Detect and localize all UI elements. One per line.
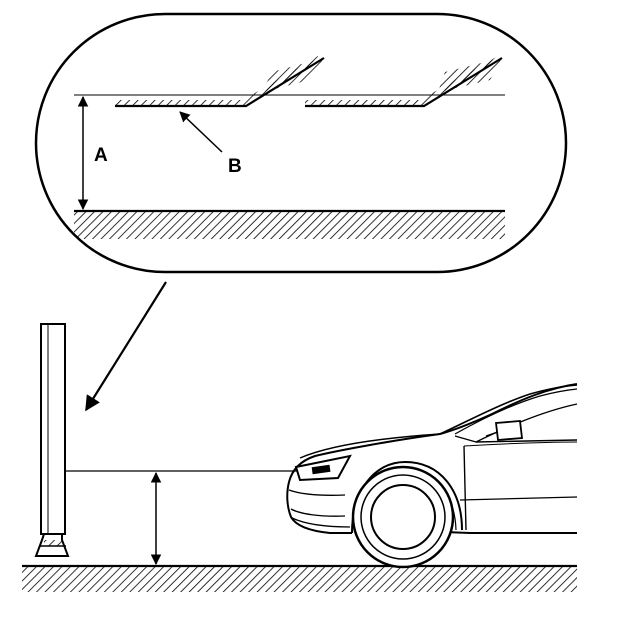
screen-panel — [40, 323, 66, 535]
light-pattern-left — [115, 56, 325, 108]
aiming-screen — [34, 323, 70, 557]
callout-pointer-arrow — [85, 281, 167, 412]
side-mirror — [494, 420, 524, 441]
windshield — [439, 384, 578, 435]
car-front — [286, 383, 578, 534]
light-pattern-right — [305, 56, 503, 108]
label-b: B — [228, 156, 242, 177]
hubcap — [370, 484, 436, 550]
magnified-callout: A B — [34, 12, 568, 274]
leader-b-arrow — [179, 111, 223, 153]
callout-frame — [34, 12, 568, 274]
car-body-outline — [286, 383, 578, 534]
ground — [22, 564, 577, 592]
callout-floor — [74, 209, 505, 239]
front-wheel — [351, 465, 455, 569]
label-a: A — [94, 145, 108, 166]
